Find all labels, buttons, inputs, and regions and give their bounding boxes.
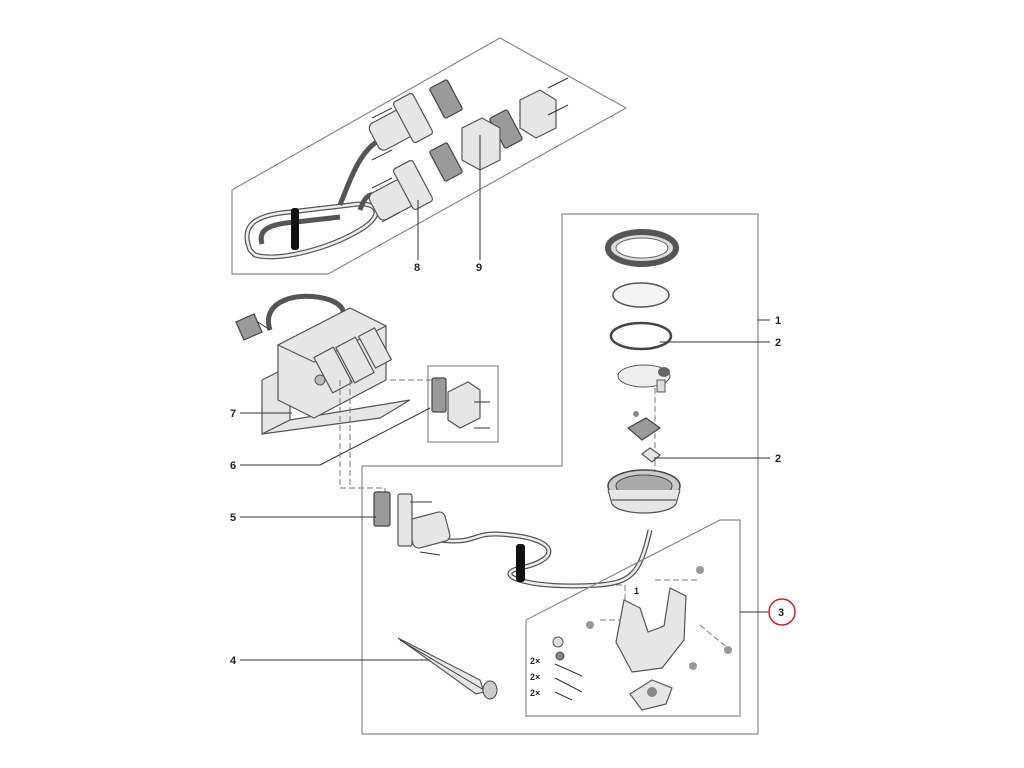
transformer-assembly-7: 7 bbox=[230, 293, 411, 435]
callout-2-seal: 2 bbox=[775, 453, 781, 465]
gasket-plates bbox=[429, 79, 523, 182]
callout-inner-1: 1 bbox=[634, 586, 639, 596]
lamp-assembly-frame bbox=[361, 213, 759, 735]
end-cap-pair bbox=[519, 77, 569, 139]
callout-7: 7 bbox=[230, 408, 236, 420]
callout-6: 6 bbox=[230, 460, 236, 472]
lamp-parts-stack bbox=[605, 229, 681, 514]
callout-9: 9 bbox=[476, 262, 482, 274]
top-parts-panel: 8 9 bbox=[231, 37, 628, 275]
callout-2-gasket: 2 bbox=[775, 337, 781, 349]
coupler-block-9 bbox=[461, 117, 501, 171]
callout-8: 8 bbox=[414, 262, 420, 274]
callout-1: 1 bbox=[775, 315, 781, 327]
fastener-screws bbox=[552, 566, 732, 701]
highlight-circle bbox=[768, 598, 796, 626]
coiled-cable-8 bbox=[244, 137, 382, 260]
connector-detail-box-6: 6 bbox=[230, 365, 499, 472]
ground-spike-4: 4 bbox=[230, 637, 498, 700]
qty-label-3: 2× bbox=[530, 688, 540, 698]
connector-plugs-8 bbox=[368, 92, 434, 223]
callout-5: 5 bbox=[230, 512, 236, 524]
callout-3: 3 bbox=[778, 607, 784, 619]
callout-4: 4 bbox=[230, 655, 237, 667]
mounting-bracket bbox=[615, 587, 687, 711]
bracket-subassembly: 1 2× 2× 2× bbox=[525, 519, 741, 717]
qty-label-2: 2× bbox=[530, 672, 540, 682]
qty-label-1: 2× bbox=[530, 656, 540, 666]
cable-with-plug-5: 5 bbox=[230, 491, 653, 589]
